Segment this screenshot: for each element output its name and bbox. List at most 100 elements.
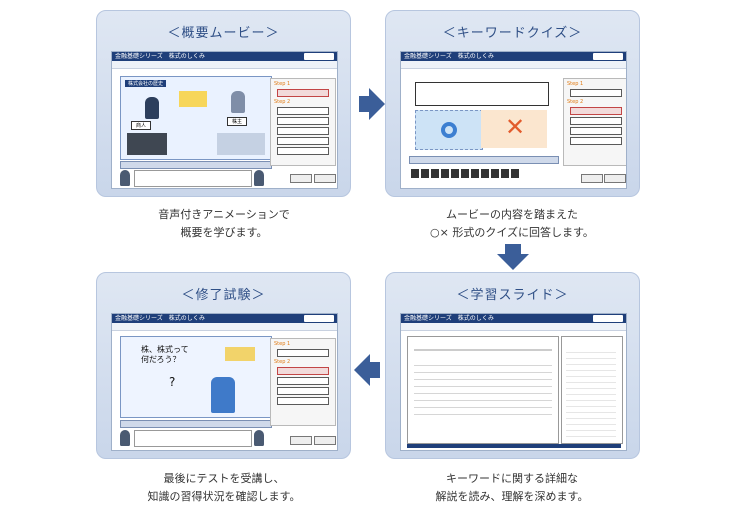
stock-label: 株主: [227, 117, 248, 126]
caption-line: キーワードに関する詳細な: [446, 472, 578, 485]
quiz-screenshot: 金融基礎シリーズ 株式のしくみ ✕ Step 1 Step 2: [400, 51, 627, 189]
caption-line: 音声付きアニメーションで: [158, 208, 290, 221]
app-header: 金融基礎シリーズ 株式のしくみ: [112, 314, 337, 323]
nav-button-next[interactable]: [314, 436, 336, 445]
slide-content: [407, 336, 559, 444]
narrator-left: [120, 430, 130, 446]
caption-line: 概要を学びます。: [180, 226, 268, 239]
card-final-test: ＜修了試験＞ 金融基礎シリーズ 株式のしくみ 株、株式って何だろう？ ? Ste…: [96, 272, 351, 459]
app-header: 金融基礎シリーズ 株式のしくみ: [401, 314, 626, 323]
step-1-label: Step 1: [274, 341, 291, 347]
scene-photo: [127, 133, 167, 155]
caption-test: 最後にテストを受講し、 知識の習得状況を確認します。: [74, 470, 374, 506]
step-sidebar: Step 1 Step 2: [563, 78, 626, 166]
movie-stage: 株式会社の歴史 商人 株主: [120, 76, 272, 160]
gold-coins: [179, 91, 207, 107]
card-title: ＜キーワードクイズ＞: [442, 26, 583, 41]
app-title: 金融基礎シリーズ 株式のしくみ: [404, 53, 494, 60]
keyword-button-4[interactable]: [277, 397, 329, 405]
movie-controls[interactable]: [120, 161, 272, 169]
brand-logo: [593, 53, 623, 60]
app-title: 金融基礎シリーズ 株式のしくみ: [115, 315, 205, 322]
brand-logo: [304, 315, 334, 322]
keyword-button-5[interactable]: [277, 147, 329, 155]
step-sidebar: Step 1 Step 2: [270, 78, 336, 166]
slide-list-items: [566, 347, 616, 437]
step-2-label: Step 2: [274, 99, 291, 105]
keyword-button-3[interactable]: [570, 127, 622, 135]
step-2-label: Step 2: [274, 359, 291, 365]
slide-list[interactable]: [561, 336, 623, 444]
test-stage: 株、株式って何だろう？ ?: [120, 336, 272, 418]
keyword-button-2[interactable]: [277, 117, 329, 125]
sub-header: [112, 323, 337, 331]
keyword-button-3[interactable]: [277, 387, 329, 395]
keyword-button-1[interactable]: [570, 107, 622, 115]
stockholder-figure: [231, 91, 245, 113]
narrator-right: [254, 170, 264, 186]
brand-logo: [304, 53, 334, 60]
keyword-button-4[interactable]: [570, 137, 622, 145]
keyword-button-2[interactable]: [570, 117, 622, 125]
step-movie-button[interactable]: [277, 349, 329, 357]
test-screenshot: 金融基礎シリーズ 株式のしくみ 株、株式って何だろう？ ? Step 1 Ste…: [111, 313, 338, 451]
step-1-label: Step 1: [274, 81, 291, 87]
caption-movie: 音声付きアニメーションで 概要を学びます。: [74, 206, 374, 242]
test-controls[interactable]: [120, 420, 272, 428]
quiz-question-box: [415, 82, 549, 106]
caption-line: 最後にテストを受講し、: [163, 472, 285, 485]
narrator-left: [120, 170, 130, 186]
caption-line: ムービーの内容を踏まえた: [446, 208, 578, 221]
step-2-label: Step 2: [567, 99, 584, 105]
caption-quiz: ムービーの内容を踏まえた ○× 形式のクイズに回答します。: [362, 206, 662, 242]
test-bubble: 株、株式って何だろう？: [141, 345, 189, 364]
slide-rule: [414, 349, 552, 351]
keyword-button-3[interactable]: [277, 127, 329, 135]
merchant-label: 商人: [131, 121, 152, 130]
sub-header: [401, 323, 626, 331]
keyword-button-1[interactable]: [277, 107, 329, 115]
test-question-mark: ?: [169, 375, 176, 389]
nav-button-next[interactable]: [604, 174, 626, 183]
question-progress-strip: [411, 169, 521, 178]
money-stack: [225, 347, 255, 361]
keyword-button-2[interactable]: [277, 377, 329, 385]
card-title: ＜概要ムービー＞: [167, 26, 280, 41]
keyword-button-4[interactable]: [277, 137, 329, 145]
nav-button-prev[interactable]: [290, 436, 312, 445]
keyword-button-1[interactable]: [277, 367, 329, 375]
caption-line: 知識の習得状況を確認します。: [147, 490, 301, 503]
subtitle-box: [134, 430, 252, 447]
slides-screenshot: 金融基礎シリーズ 株式のしくみ: [400, 313, 627, 451]
nav-button-prev[interactable]: [581, 174, 603, 183]
caption-slides: キーワードに関する詳細な 解説を読み、理解を深めます。: [362, 470, 662, 506]
cross-icon: ✕: [505, 113, 526, 141]
step-movie-button[interactable]: [570, 89, 622, 97]
answer-true-button[interactable]: [415, 110, 483, 150]
step-1-label: Step 1: [567, 81, 584, 87]
nav-button-next[interactable]: [314, 174, 336, 183]
card-overview-movie: ＜概要ムービー＞ 金融基礎シリーズ 株式のしくみ 株式会社の歴史 商人 株主 S…: [96, 10, 351, 197]
sub-header: [401, 61, 626, 69]
subtitle-box: [134, 170, 252, 187]
merchant-figure: [145, 97, 159, 119]
card-title: ＜修了試験＞: [181, 288, 266, 303]
circle-icon: [441, 122, 457, 138]
nav-button-prev[interactable]: [290, 174, 312, 183]
sub-header: [112, 61, 337, 69]
slide-text-lines: [414, 359, 552, 419]
movie-box-title: 株式会社の歴史: [125, 80, 167, 87]
movie-screenshot: 金融基礎シリーズ 株式のしくみ 株式会社の歴史 商人 株主 Step 1 Ste…: [111, 51, 338, 189]
narrator-right: [254, 430, 264, 446]
card-title: ＜学習スライド＞: [456, 288, 569, 303]
answer-false-button[interactable]: ✕: [481, 110, 547, 148]
step-movie-button[interactable]: [277, 89, 329, 97]
caption-line: ○× 形式のクイズに回答します。: [430, 226, 594, 239]
app-header: 金融基礎シリーズ 株式のしくみ: [401, 52, 626, 61]
slide-footer-bar: [407, 444, 621, 448]
silhouette-figure: [211, 377, 235, 413]
scene-group: [217, 133, 265, 155]
brand-logo: [593, 315, 623, 322]
quiz-controls[interactable]: [409, 156, 559, 164]
app-header: 金融基礎シリーズ 株式のしくみ: [112, 52, 337, 61]
